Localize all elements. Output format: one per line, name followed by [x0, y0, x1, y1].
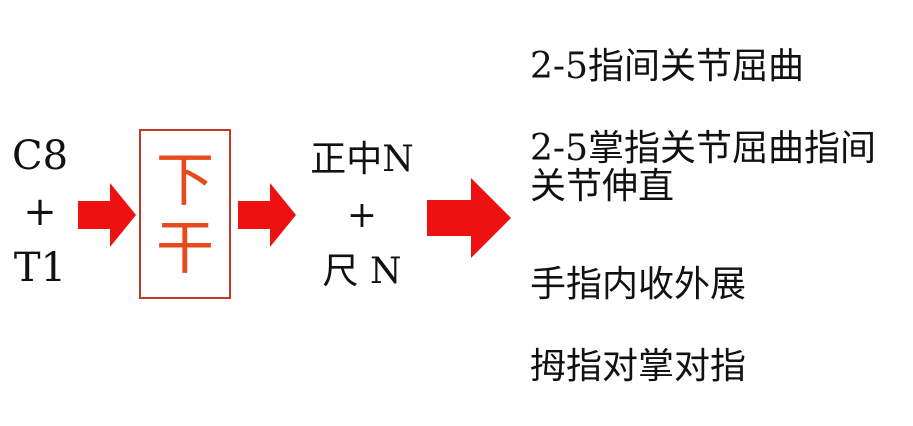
- arrow-1: [78, 183, 136, 247]
- arrow-2: [238, 183, 296, 247]
- nerve-bottom: 尺 N: [322, 251, 402, 292]
- nerve-label: 正中N + 尺 N: [300, 132, 424, 300]
- lower-trunk-box: 下 干: [139, 129, 231, 299]
- arrow-1-shape: [78, 183, 136, 247]
- function-item-2: 2-5掌指关节屈曲指间关节伸直: [530, 128, 876, 207]
- function-item-3: 手指内收外展: [530, 264, 747, 305]
- arrow-3-shape: [427, 178, 511, 258]
- trunk-char-1: 下: [155, 146, 214, 214]
- root-plus: +: [23, 189, 57, 235]
- arrow-2-shape: [238, 183, 296, 247]
- arrow-3: [427, 178, 511, 258]
- function-item-1: 2-5指间关节屈曲: [530, 46, 804, 87]
- root-bottom: T1: [13, 245, 67, 291]
- nerve-top: 正中N: [310, 139, 414, 180]
- root-top: C8: [11, 133, 69, 179]
- nerve-plus: +: [346, 195, 378, 236]
- root-label: C8 + T1: [4, 128, 76, 296]
- function-item-4: 拇指对掌对指: [530, 346, 747, 387]
- trunk-char-2: 干: [155, 214, 214, 282]
